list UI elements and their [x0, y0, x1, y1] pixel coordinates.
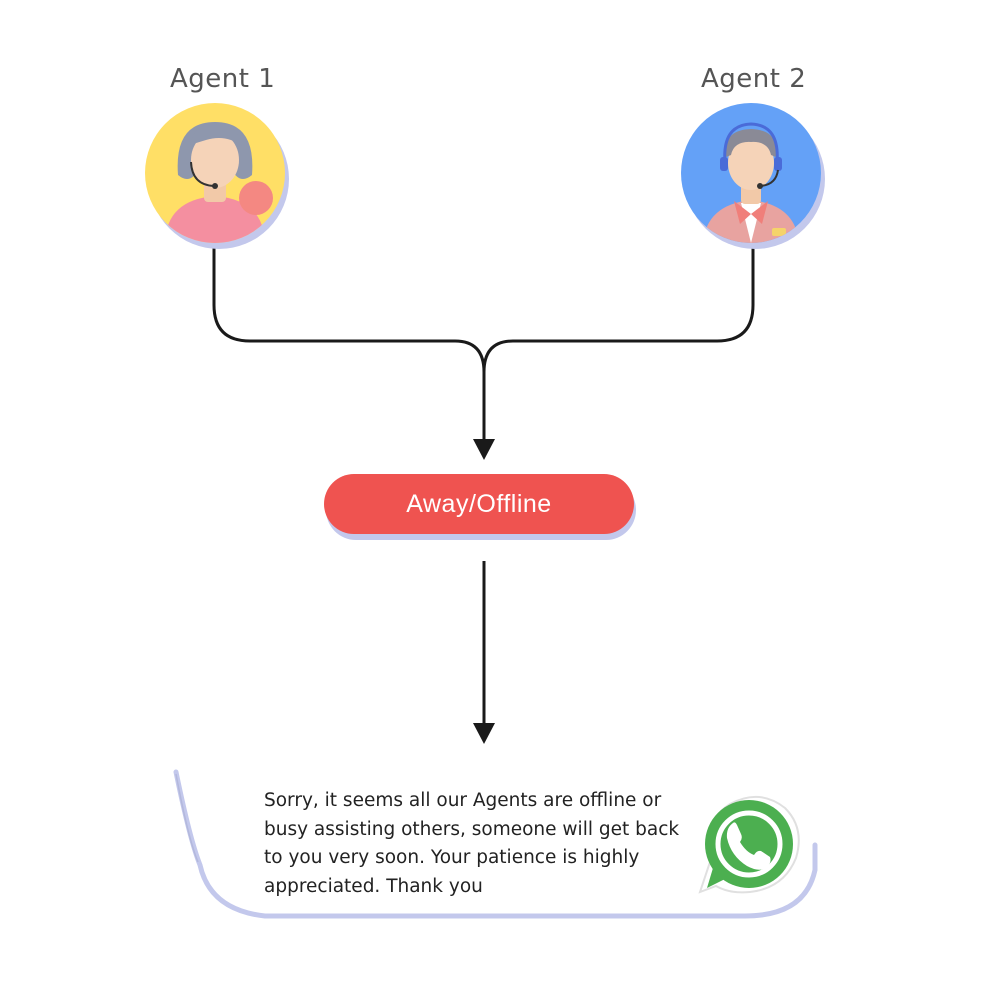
offline-message-text: Sorry, it seems all our Agents are offli… [264, 790, 680, 897]
arrowhead-to-message [473, 723, 495, 744]
female-agent-avatar-icon [145, 103, 289, 249]
connector-agent-1 [212, 245, 486, 440]
arrowhead-to-status [473, 439, 495, 460]
whatsapp-icon [694, 791, 804, 901]
status-away-offline: Away/Offline [324, 474, 634, 534]
message-bubble [173, 769, 818, 919]
male-agent-avatar-icon [681, 103, 825, 249]
message-bubble-inner [175, 773, 199, 863]
connector-agent-2 [482, 245, 755, 373]
agent-1-label: Agent 1 [170, 64, 276, 94]
agent-2-label: Agent 2 [701, 64, 807, 94]
